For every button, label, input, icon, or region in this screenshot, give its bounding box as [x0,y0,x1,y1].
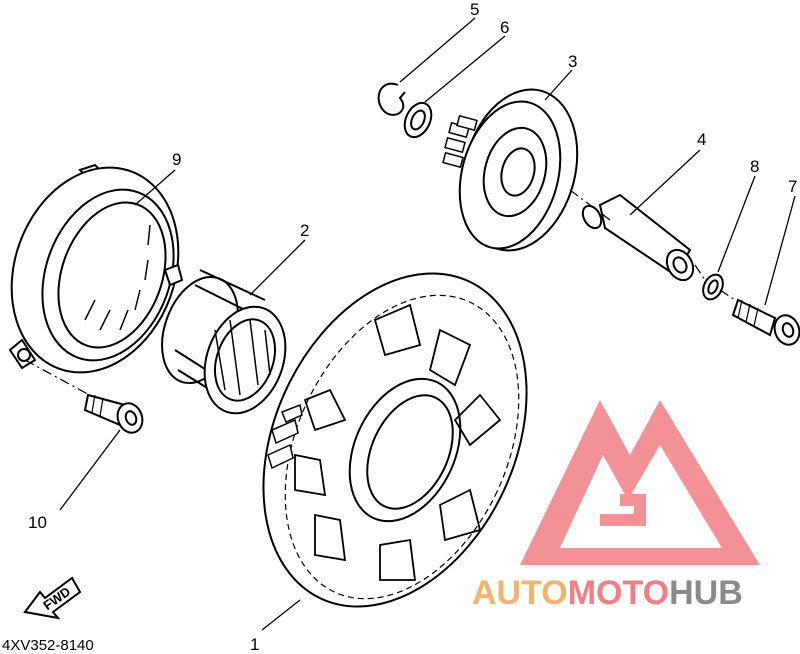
watermark-hub: HUB [669,574,743,612]
logo-g-mark [600,494,646,526]
part-label-4: 4 [697,130,706,149]
part-6-washer [403,101,433,139]
part-3-idler-gear [442,88,579,252]
part-label-6: 6 [500,18,509,37]
part-labels: 5 6 3 4 8 7 9 2 10 1 [28,0,797,654]
alignment-lines [24,189,739,399]
part-label-8: 8 [750,157,759,176]
watermark-text: AUTOMOTOHUB [472,574,743,612]
part-1-large-gear [262,272,528,608]
watermark-auto: AUTO [472,574,568,612]
part-label-5: 5 [470,0,479,19]
part-label-9: 9 [172,150,181,169]
diagram-code: 4XV352-8140 [2,637,94,654]
part-label-3: 3 [568,52,577,71]
part-10-bolt [83,393,144,434]
fwd-arrow: FWD [23,576,82,620]
part-label-7: 7 [788,177,797,196]
part-5-circlip [377,82,406,116]
part-7-bolt [731,298,800,346]
part-label-1: 1 [250,635,259,654]
part-4-shaft [581,193,695,282]
part-9-housing [8,163,184,374]
leader-lines [59,17,796,631]
part-label-2: 2 [300,221,309,240]
watermark-moto: MOTO [568,574,669,612]
part-label-10: 10 [28,513,47,532]
part-8-washer [702,273,724,301]
part-2-roller-cage [161,269,287,415]
watermark-logo [520,400,760,565]
